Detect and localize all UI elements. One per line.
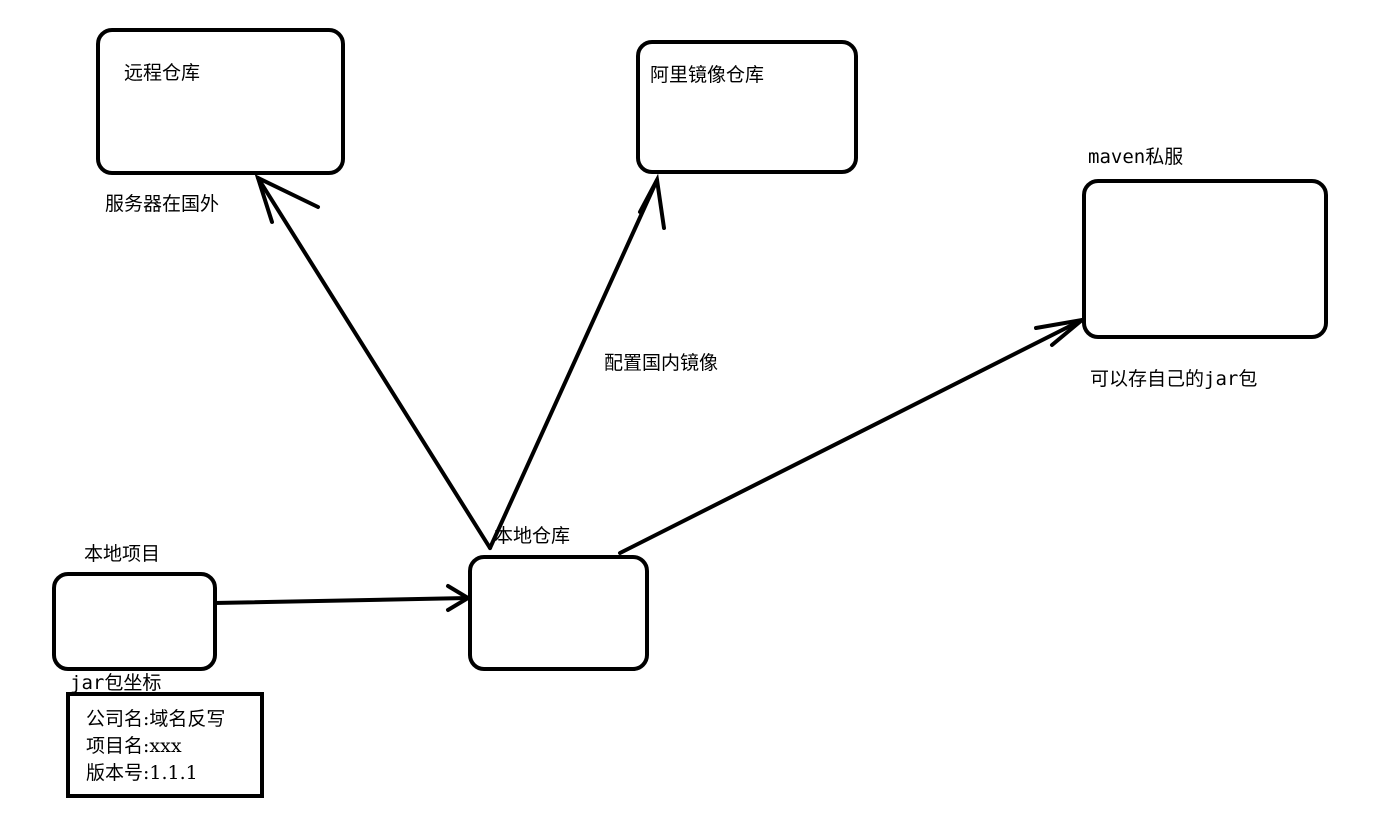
coordinates-title: jar包坐标 [70,672,162,694]
aliyun-mirror-title: 阿里镜像仓库 [650,64,765,86]
aliyun-mirror-box [636,40,858,174]
arrow-local-to-mirror [488,178,659,550]
maven-private-title: maven私服 [1088,146,1184,168]
coordinates-box: 公司名:域名反写 项目名:xxx 版本号:1.1.1 [66,692,264,798]
maven-private-note: 可以存自己的jar包 [1090,368,1258,390]
arrow-project-to-local [212,596,470,605]
local-repo-box [468,555,649,671]
arrowhead-mirror [638,173,666,230]
coordinate-version: 版本号:1.1.1 [86,762,198,784]
local-repo-title: 本地仓库 [494,525,571,547]
arrow-local-to-remote [256,176,492,550]
remote-repo-note: 服务器在国外 [105,193,220,215]
remote-repo-box [96,28,345,175]
local-project-box [52,572,217,671]
local-project-title: 本地项目 [84,543,161,565]
maven-private-box [1082,179,1328,339]
arrow-local-to-private [618,318,1084,555]
mirror-config-label: 配置国内镜像 [604,352,719,374]
coordinate-project: 项目名:xxx [86,735,182,757]
arrowhead-remote [254,174,320,224]
coordinate-company: 公司名:域名反写 [86,708,226,730]
remote-repo-title: 远程仓库 [124,62,201,84]
